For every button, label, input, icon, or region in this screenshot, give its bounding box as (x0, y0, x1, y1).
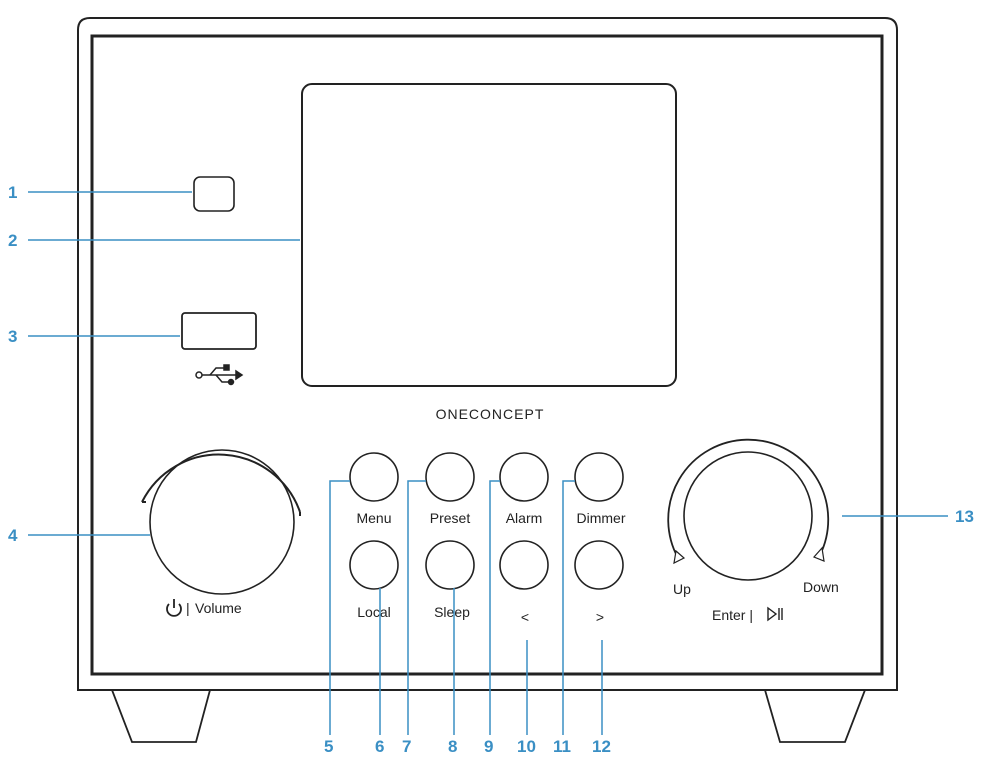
callout-13: 13 (955, 507, 974, 526)
cabinet-outer (77, 17, 898, 691)
preset-button[interactable] (425, 452, 475, 502)
prev-label: < (521, 609, 529, 625)
usb-icon (195, 364, 244, 386)
play-pause-icon (767, 606, 783, 622)
volume-knob[interactable] (141, 449, 301, 595)
preset-label: Preset (430, 510, 471, 526)
next-button[interactable] (574, 540, 624, 590)
callout-9: 9 (484, 737, 493, 756)
callout-10: 10 (517, 737, 536, 756)
callout-8: 8 (448, 737, 457, 756)
dimmer-button[interactable] (574, 452, 624, 502)
foot-left (110, 689, 212, 743)
arc-arrow-left (673, 549, 686, 565)
callout-11: 11 (553, 737, 571, 756)
power-icon (166, 599, 182, 617)
svg-text:ONECONCEPT: ONECONCEPT (436, 406, 545, 422)
callout-lines (28, 191, 948, 735)
alarm-button[interactable] (499, 452, 549, 502)
sleep-button[interactable] (425, 540, 475, 590)
menu-label: Menu (356, 510, 391, 526)
callout-1: 1 (8, 183, 17, 202)
prev-button[interactable] (499, 540, 549, 590)
usb-port[interactable] (181, 312, 257, 350)
callout-5: 5 (324, 737, 333, 756)
svg-text:|: | (186, 600, 190, 616)
sleep-label: Sleep (434, 604, 470, 620)
menu-button[interactable] (349, 452, 399, 502)
down-label: Down (803, 579, 839, 595)
volume-arc (141, 453, 301, 513)
alarm-label: Alarm (506, 510, 543, 526)
up-label: Up (673, 581, 691, 597)
callout-7: 7 (402, 737, 411, 756)
enter-arc (667, 438, 830, 559)
enter-label: Enter | (712, 607, 753, 623)
local-label: Local (357, 604, 390, 620)
next-label: > (596, 609, 604, 625)
callout-4: 4 (8, 526, 18, 545)
display-screen (301, 83, 677, 387)
callout-6: 6 (375, 737, 384, 756)
button-grid: Menu Preset Alarm Dimmer Local Sleep < > (349, 452, 626, 625)
cabinet (77, 17, 898, 691)
feet (110, 689, 867, 743)
callout-numbers: 1 2 3 4 5 6 7 8 9 10 11 12 13 (8, 183, 974, 756)
arc-arrow-right (812, 546, 825, 562)
foot-right (763, 689, 867, 743)
enter-knob[interactable] (667, 438, 830, 581)
local-button[interactable] (349, 540, 399, 590)
dimmer-label: Dimmer (577, 510, 626, 526)
ir-sensor (193, 176, 235, 212)
callout-12: 12 (592, 737, 611, 756)
brand-logo: ONECONCEPT (436, 406, 545, 422)
front-panel (90, 34, 884, 676)
volume-label: Volume (195, 600, 242, 616)
callout-2: 2 (8, 231, 17, 250)
callout-3: 3 (8, 327, 17, 346)
